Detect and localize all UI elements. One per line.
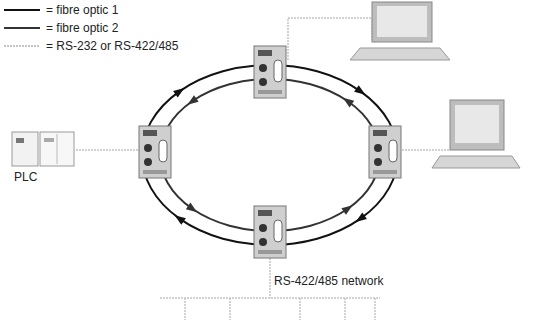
modem-case: [254, 206, 286, 258]
bus-drop: [229, 298, 231, 320]
screen: [377, 6, 427, 37]
bus-drop: [344, 298, 346, 320]
legend-text: = fibre optic 1: [46, 3, 118, 17]
fibre-modem: [139, 126, 171, 178]
device-label: PLC: [14, 170, 37, 184]
plc-symbol: [12, 132, 74, 166]
arrowhead: [353, 212, 367, 225]
monitor: [372, 2, 432, 42]
plc-unit: [12, 132, 38, 166]
plc-detail: [57, 134, 58, 164]
plc-label-node: PLC: [14, 170, 37, 184]
fibre-modem: [254, 46, 286, 98]
modem-switch: [159, 140, 167, 162]
modem-detail: [258, 250, 282, 254]
modem-connector: [259, 78, 267, 86]
serial-wire: [402, 149, 450, 151]
modem-switch: [274, 220, 282, 242]
modem-detail: [373, 130, 387, 136]
bus-drop: [184, 298, 186, 320]
arrowhead: [172, 212, 186, 225]
modem-connector: [144, 144, 152, 152]
plc-unit: [40, 132, 74, 166]
arrowhead: [173, 85, 187, 98]
modem-connector: [259, 224, 267, 232]
legend-text: = RS-232 or RS-422/485: [46, 39, 178, 53]
arrowhead: [341, 95, 355, 108]
network-label: RS-422/485 network: [272, 274, 385, 288]
bus-drop: [374, 298, 376, 320]
keyboard: [432, 156, 520, 168]
modem-detail: [373, 170, 397, 174]
serial-sample: [4, 45, 40, 47]
fibre-2-sample: [4, 27, 40, 29]
computer-symbol: [432, 100, 520, 168]
serial-wire: [269, 258, 271, 298]
ring-arrows: [172, 85, 367, 226]
plc-detail: [44, 138, 54, 142]
modem-case: [254, 46, 286, 98]
fibre-modem: [254, 206, 286, 258]
modem-case: [369, 126, 401, 178]
monitor: [450, 100, 504, 150]
arrowhead: [341, 202, 355, 215]
modem-connector: [259, 64, 267, 72]
fibre-modem: [369, 126, 401, 178]
serial-wires: [76, 18, 450, 320]
plc-detail: [16, 138, 24, 143]
modem-detail: [258, 210, 272, 216]
legend-samples: [4, 10, 40, 46]
fibre-1-sample: [4, 9, 40, 11]
computer-symbol: [350, 2, 450, 60]
modem-detail: [258, 90, 282, 94]
modem-connector: [374, 158, 382, 166]
modem-connector: [259, 238, 267, 246]
bus-drop: [299, 298, 301, 320]
screen: [455, 105, 499, 143]
modem-switch: [389, 140, 397, 162]
modem-connector: [374, 144, 382, 152]
rs485-bus: [160, 297, 380, 299]
modem-switch: [274, 60, 282, 82]
serial-wire: [76, 149, 138, 151]
modem-case: [139, 126, 171, 178]
modem-detail: [143, 170, 167, 174]
arrowhead: [354, 85, 368, 98]
fibre-modems: [139, 46, 401, 258]
keyboard: [350, 48, 450, 60]
modem-connector: [144, 158, 152, 166]
legend-text: = fibre optic 2: [46, 21, 118, 35]
modem-detail: [143, 130, 157, 136]
arrowhead: [186, 203, 200, 216]
arrowhead: [185, 95, 199, 108]
modem-detail: [258, 50, 272, 56]
